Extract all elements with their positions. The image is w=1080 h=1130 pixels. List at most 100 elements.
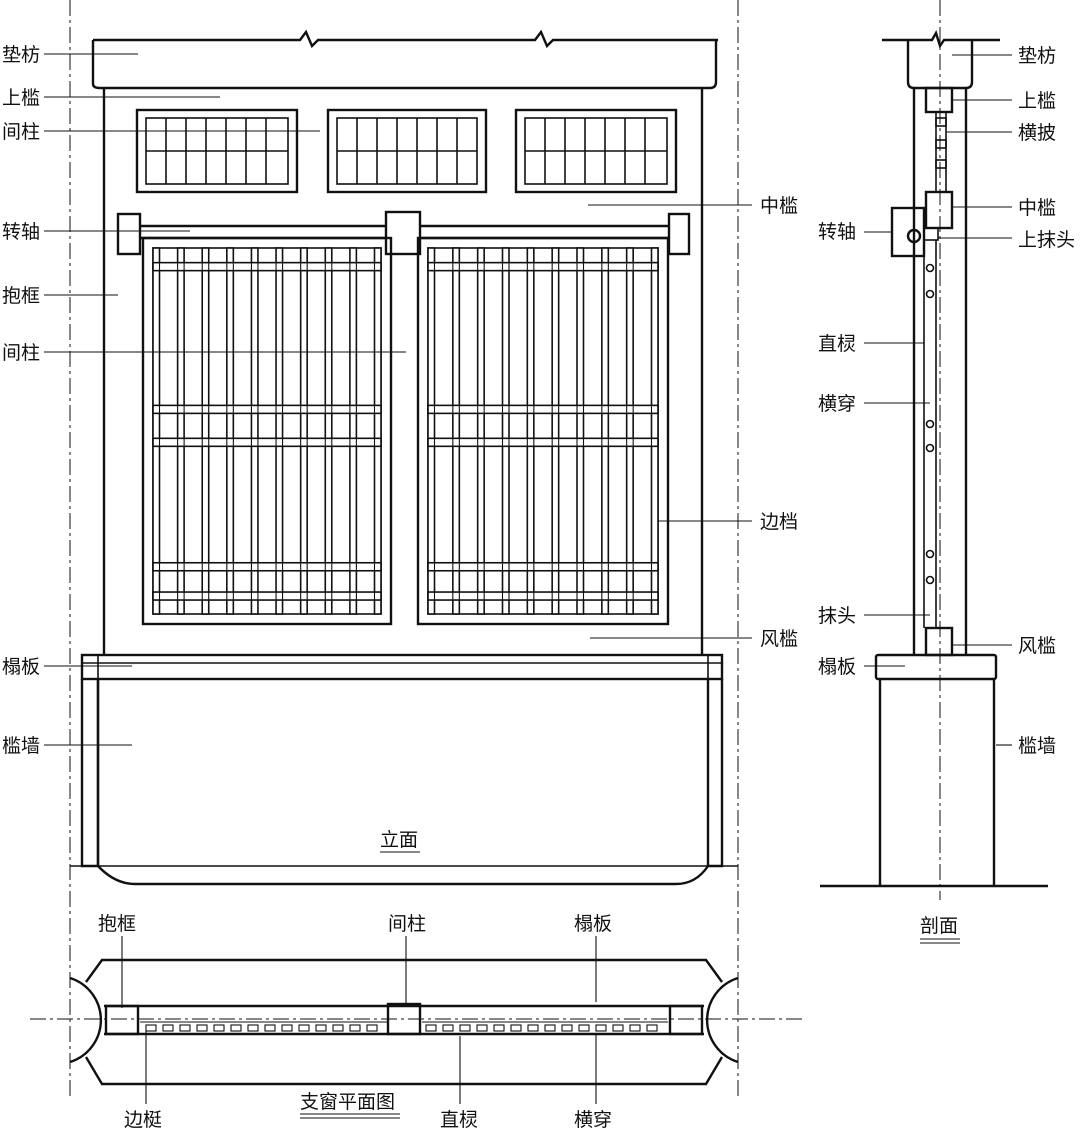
plan-mullion-mark (366, 1024, 378, 1032)
section-label-transom: 横披 (1018, 122, 1056, 144)
label-sill-wall: 槛墙 (2, 735, 40, 757)
lattice-mullion (373, 247, 382, 615)
plan-mullion-mark (493, 1024, 505, 1032)
lattice-crossbar (152, 261, 382, 272)
section-label-sill-board: 榻板 (818, 656, 856, 678)
section-label-wind-sill: 风槛 (1018, 635, 1056, 657)
section-label-upper-rail: 上抹头 (1018, 229, 1075, 251)
pad-beam (91, 29, 718, 90)
lattice-mullion (526, 247, 535, 615)
plan-mullion-mark (442, 1024, 454, 1032)
plan-mullion-strip (140, 1021, 668, 1032)
sill-wall (70, 679, 738, 886)
plan-mullion-mark (264, 1024, 276, 1032)
section-label-mullion: 直棂 (818, 333, 856, 355)
lattice-crossbar (152, 404, 382, 415)
plan-mullion-mark (332, 1024, 344, 1032)
lattice-crossbar (152, 591, 382, 601)
section-view: 垫枋 上槛 横披 中槛 上抹头 风槛 槛墙 转轴 直棂 横穿 抹头 榻板 (818, 0, 1075, 944)
plan-mullion-mark (247, 1024, 259, 1032)
lattice-mullion (250, 247, 259, 615)
plan-mullion-mark (162, 1024, 174, 1032)
section-label-pad-beam: 垫枋 (1018, 45, 1056, 67)
lattice-mullion (226, 247, 235, 615)
plan-stud (386, 1002, 422, 1036)
lattice-mullion (427, 247, 436, 615)
plan-title-text: 支窗平面图 (300, 1091, 395, 1113)
label-middle-sill: 中槛 (760, 195, 798, 217)
plan-mullion-mark (349, 1024, 361, 1032)
plan-mullion-mark (510, 1024, 522, 1032)
transom-window-middle (326, 108, 488, 194)
section-label-crossbar: 横穿 (818, 393, 856, 415)
section-label-sill-wall: 槛墙 (1018, 735, 1056, 757)
lattice-mullion (501, 247, 510, 615)
plan-title: 支窗平面图 (300, 1091, 400, 1119)
section-label-pivot: 转轴 (818, 221, 856, 243)
lattice-mullion (476, 247, 485, 615)
plan-mullion-mark (459, 1024, 471, 1032)
label-wind-sill: 风槛 (760, 628, 798, 650)
lattice-mullion (625, 247, 634, 615)
elevation-title: 立面 (380, 829, 420, 853)
plan-mullion-mark (179, 1024, 191, 1032)
plan-labels: 抱框 间柱 榻板 边梃 直棂 横穿 (98, 913, 612, 1130)
plan-mullion-mark (230, 1024, 242, 1032)
lattice-mullion (201, 247, 210, 615)
plan-mullion-mark (213, 1024, 225, 1032)
section-title-text: 剖面 (920, 915, 958, 937)
plan-mullion-mark (298, 1024, 310, 1032)
elevation-view: 垫枋 上槛 间柱 转轴 抱框 间柱 榻板 槛墙 中槛 边档 风槛 立面 (2, 0, 798, 1100)
plan-label-stud: 间柱 (388, 913, 426, 935)
label-stud-mid: 间柱 (2, 342, 40, 364)
plan-mullion-mark (612, 1024, 624, 1032)
plan-label-crossbar: 横穿 (574, 1109, 612, 1130)
lattice-mullion (650, 247, 659, 615)
plan-mullion-mark (561, 1024, 573, 1032)
lattice-mullion (452, 247, 461, 615)
lattice-mullion (152, 247, 161, 615)
section-label-rail: 抹头 (818, 605, 856, 627)
lattice-mullion (176, 247, 185, 615)
label-top-sill: 上槛 (2, 87, 40, 109)
lattice-mullion (299, 247, 308, 615)
label-pivot: 转轴 (2, 221, 40, 243)
lattice-mullion (601, 247, 610, 615)
window-sash-left (141, 236, 393, 626)
label-edge-stile: 边档 (760, 511, 798, 533)
lattice-mullion (275, 247, 284, 615)
sill-board (80, 653, 724, 681)
lattice-mullion (551, 247, 560, 615)
plan-mullion-mark (578, 1024, 590, 1032)
plan-mullion-mark (196, 1024, 208, 1032)
plan-mullion-mark (315, 1024, 327, 1032)
plan-view: 抱框 间柱 榻板 边梃 直棂 横穿 支窗平面图 (30, 913, 806, 1130)
plan-mullion-mark (544, 1024, 556, 1032)
lattice-crossbar (427, 261, 659, 272)
plan-label-edge-stile: 边梃 (124, 1109, 162, 1130)
label-frame-post: 抱框 (2, 285, 40, 307)
plan-mullion-mark (425, 1024, 437, 1032)
plan-mullion-mark (629, 1024, 641, 1032)
transom-window-left (135, 108, 299, 194)
plan-label-sill-board: 榻板 (574, 913, 612, 935)
section-label-top-sill: 上槛 (1018, 90, 1056, 112)
label-sill-board: 榻板 (2, 656, 40, 678)
window-sash-right (416, 236, 670, 626)
lattice-crossbar (427, 437, 659, 448)
section-label-middle-sill: 中槛 (1018, 197, 1056, 219)
lattice-mullion (576, 247, 585, 615)
label-pad-beam: 垫枋 (2, 44, 40, 66)
plan-mullion-mark (527, 1024, 539, 1032)
transom-window-right (514, 108, 678, 194)
plan-frame-post-right (668, 1004, 704, 1036)
lattice-crossbar (152, 437, 382, 448)
plan-mullion-mark (595, 1024, 607, 1032)
section-title: 剖面 (920, 915, 960, 944)
plan-mullion-mark (145, 1024, 157, 1032)
lattice-crossbar (427, 591, 659, 601)
section-labels: 垫枋 上槛 横披 中槛 上抹头 风槛 槛墙 转轴 直棂 横穿 抹头 榻板 (818, 45, 1075, 757)
plan-label-frame-post: 抱框 (98, 913, 136, 935)
plan-label-mullion: 直棂 (440, 1109, 478, 1130)
